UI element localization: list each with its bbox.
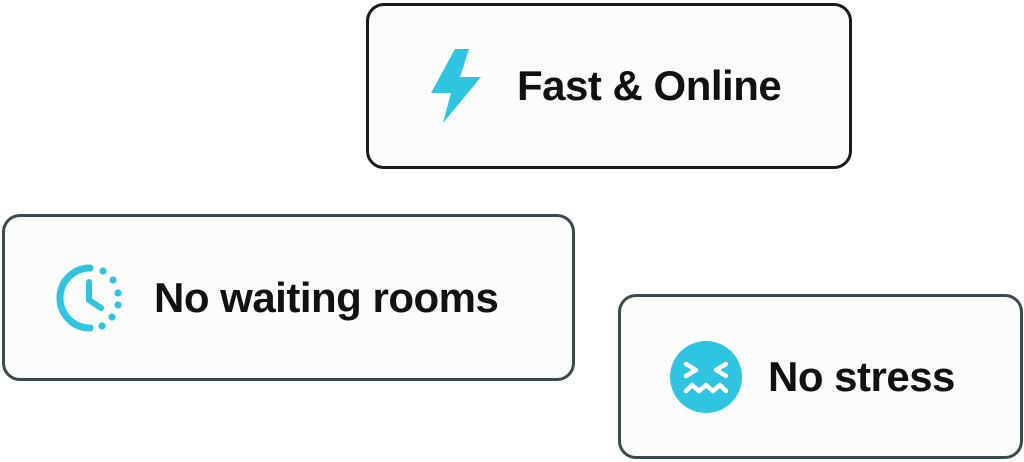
feature-card-fast-online: Fast & Online <box>366 3 852 169</box>
feature-card-no-waiting-rooms: No waiting rooms <box>2 214 575 381</box>
lightning-bolt-icon <box>425 47 487 125</box>
feature-label: Fast & Online <box>517 62 782 109</box>
feature-label: No waiting rooms <box>154 273 499 321</box>
feature-label: No stress <box>768 352 955 400</box>
stressed-face-icon <box>668 339 744 415</box>
clock-icon <box>52 260 128 336</box>
feature-card-no-stress: No stress <box>618 294 1023 459</box>
